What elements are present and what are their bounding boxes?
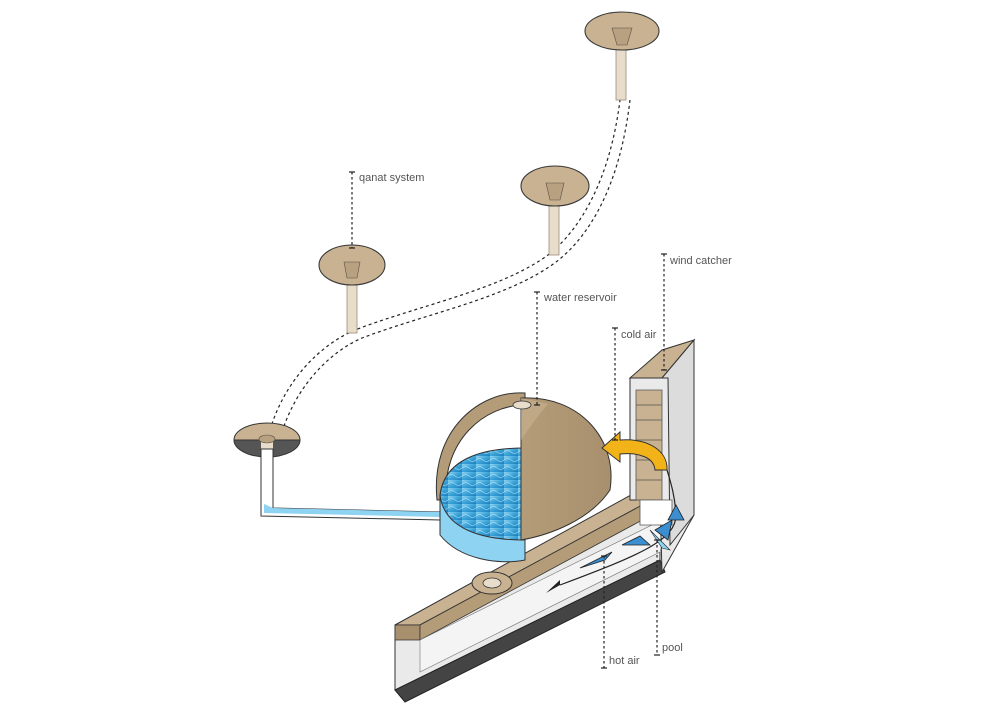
- label-cold-air-group: cold air: [612, 327, 657, 441]
- qanat-well: [520, 165, 590, 256]
- qanat-well-section: [233, 422, 301, 458]
- label-pool-group: pool: [654, 539, 683, 656]
- label-water-reservoir: water reservoir: [543, 292, 617, 304]
- label-wind-catcher: wind catcher: [669, 255, 732, 267]
- label-wind-catcher-group: wind catcher: [661, 253, 732, 371]
- qanat-well: [318, 244, 386, 334]
- qanat-system: [233, 11, 660, 521]
- label-qanat-system: qanat system: [359, 172, 424, 184]
- label-hot-air-group: hot air: [601, 555, 640, 669]
- label-cold-air: cold air: [621, 329, 657, 341]
- water-reservoir: [435, 392, 612, 563]
- label-qanat-system-group: qanat system: [349, 171, 424, 249]
- label-pool: pool: [662, 642, 683, 654]
- label-water-reservoir-group: water reservoir: [534, 291, 617, 406]
- qanat-well: [584, 11, 660, 101]
- label-hot-air: hot air: [609, 655, 640, 667]
